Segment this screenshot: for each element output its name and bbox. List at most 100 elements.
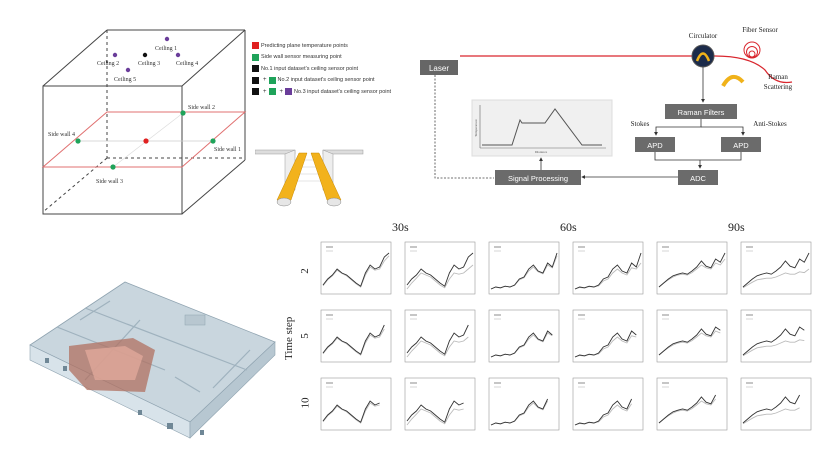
black-swatch: [252, 65, 259, 73]
target-series-line: [742, 394, 800, 424]
raman-scattering-label: Raman: [768, 73, 788, 81]
panel-frame: [740, 241, 812, 295]
predicted-series-line: [742, 339, 805, 357]
optical-fiber: [460, 55, 793, 84]
target-series-line: [574, 330, 637, 358]
predicted-series-line: [406, 336, 469, 358]
black-swatch: [252, 88, 259, 96]
ceiling-label: Ceiling 4: [176, 61, 198, 67]
target-series-line: [406, 324, 469, 355]
rooftop-unit: [184, 314, 206, 326]
panel-frame: [488, 241, 560, 295]
red-swatch: [252, 42, 259, 50]
panel-frame: [488, 309, 560, 363]
inset-xlabel: Distance: [535, 150, 548, 154]
legend-item: Predicting plane temperature points: [252, 40, 432, 52]
inset-temperature-curve: [482, 108, 602, 146]
inset-ylabel: Temperature: [474, 119, 478, 137]
column-header-90s: 90s: [728, 220, 745, 234]
panel-frame: [320, 241, 392, 295]
sensor-cube-diagram: Ceiling 1 Ceiling 2 Ceiling 3 Ceiling 4 …: [41, 29, 247, 215]
target-series-line: [322, 400, 380, 423]
ceiling-1-point: [164, 36, 170, 42]
panel-frame: [740, 309, 812, 363]
legend-label: Side wall sensor measuring point: [261, 54, 342, 61]
time-step-axis-label: Time step: [283, 316, 295, 360]
target-series-line: [658, 326, 721, 356]
ceiling-label: Ceiling 2: [97, 61, 119, 67]
building-3d-model: [29, 281, 276, 439]
predicted-series-line: [406, 264, 474, 290]
column-header-60s: 60s: [560, 220, 577, 234]
cube-edge: [181, 159, 246, 215]
ceiling-label: Ceiling 5: [114, 77, 136, 83]
legend-item: No.1 input dataset's ceiling sensor poin…: [252, 63, 432, 75]
connector: [654, 119, 702, 136]
temperature-profile-inset: [471, 99, 613, 157]
windows: [45, 358, 204, 435]
ceiling-label: Ceiling 1: [155, 46, 177, 52]
apd-left-label: APD: [647, 141, 663, 150]
panel-frame: [656, 377, 728, 431]
target-series-line: [322, 252, 390, 287]
ceiling-3-point: [142, 52, 148, 58]
panel-frame: [572, 377, 644, 431]
signal-processing-box: [495, 170, 581, 185]
row-label-10: 10: [299, 397, 312, 409]
ceiling-4-point: [175, 52, 181, 58]
target-series-line: [322, 324, 385, 355]
sensor-legend: Predicting plane temperature points Side…: [252, 40, 432, 98]
target-series-line: [406, 400, 464, 423]
legend-label: No.3 input dataset's ceiling sensor poin…: [294, 88, 392, 95]
ceiling-2-point: [112, 52, 118, 58]
laser-trigger-line: [434, 75, 494, 179]
target-series-line: [658, 394, 716, 424]
cube-hidden-edge: [42, 157, 108, 213]
laser-box: [420, 60, 458, 75]
target-series-line: [406, 252, 474, 287]
apd-right-label: APD: [733, 141, 749, 150]
side-wall-3-point: [110, 164, 116, 170]
legend-item: + No.2 input dataset's ceiling sensor po…: [252, 75, 432, 87]
predicted-series-line: [322, 402, 380, 424]
circulator-label: Circulator: [689, 32, 718, 40]
target-series-line: [658, 252, 726, 288]
adc-box: [678, 170, 718, 185]
legend-label: No.2 input dataset's ceiling sensor poin…: [277, 77, 375, 84]
ceiling-5-point: [125, 67, 131, 73]
prediction-point: [143, 138, 149, 144]
target-series-line: [490, 252, 558, 290]
adc-label: ADC: [690, 174, 706, 183]
predicted-series-line: [322, 255, 390, 288]
purple-swatch: [285, 88, 293, 96]
side-wall-label: Side wall 1: [214, 147, 241, 153]
target-series-line: [574, 398, 633, 426]
predicted-series-line: [658, 258, 726, 288]
target-series-line: [490, 330, 553, 358]
cable-right: [310, 152, 342, 201]
side-wall-2-point: [180, 110, 186, 116]
dts-system-diagram: Laser Circulator Fiber Sensor Raman Scat…: [420, 26, 793, 185]
side-wall-label: Side wall 4: [48, 132, 75, 138]
side-wall-1-point: [210, 138, 216, 144]
side-wall-label: Side wall 2: [188, 105, 215, 111]
black-swatch: [252, 76, 259, 84]
apd-right-box: [721, 137, 761, 152]
panel-frame: [656, 309, 728, 363]
anti-stokes-label: Anti-Stokes: [753, 120, 787, 128]
circulator-arrow: [695, 52, 711, 62]
predicted-series-line: [658, 398, 716, 424]
target-series-line: [742, 326, 805, 356]
building-side-wall: [189, 341, 276, 439]
legend-item: Side wall sensor measuring point: [252, 52, 432, 64]
cable-tray-illustration: [255, 149, 364, 207]
raman-filters-label: Raman Filters: [678, 108, 725, 117]
panel-frame: [404, 309, 476, 363]
cable-end: [326, 197, 342, 207]
target-series-line: [574, 252, 642, 290]
panel-frame: [320, 377, 392, 431]
circulator-icon: [691, 44, 715, 68]
column-header-30s: 30s: [392, 220, 409, 234]
connector: [654, 152, 742, 161]
row-label-2: 2: [298, 268, 311, 274]
